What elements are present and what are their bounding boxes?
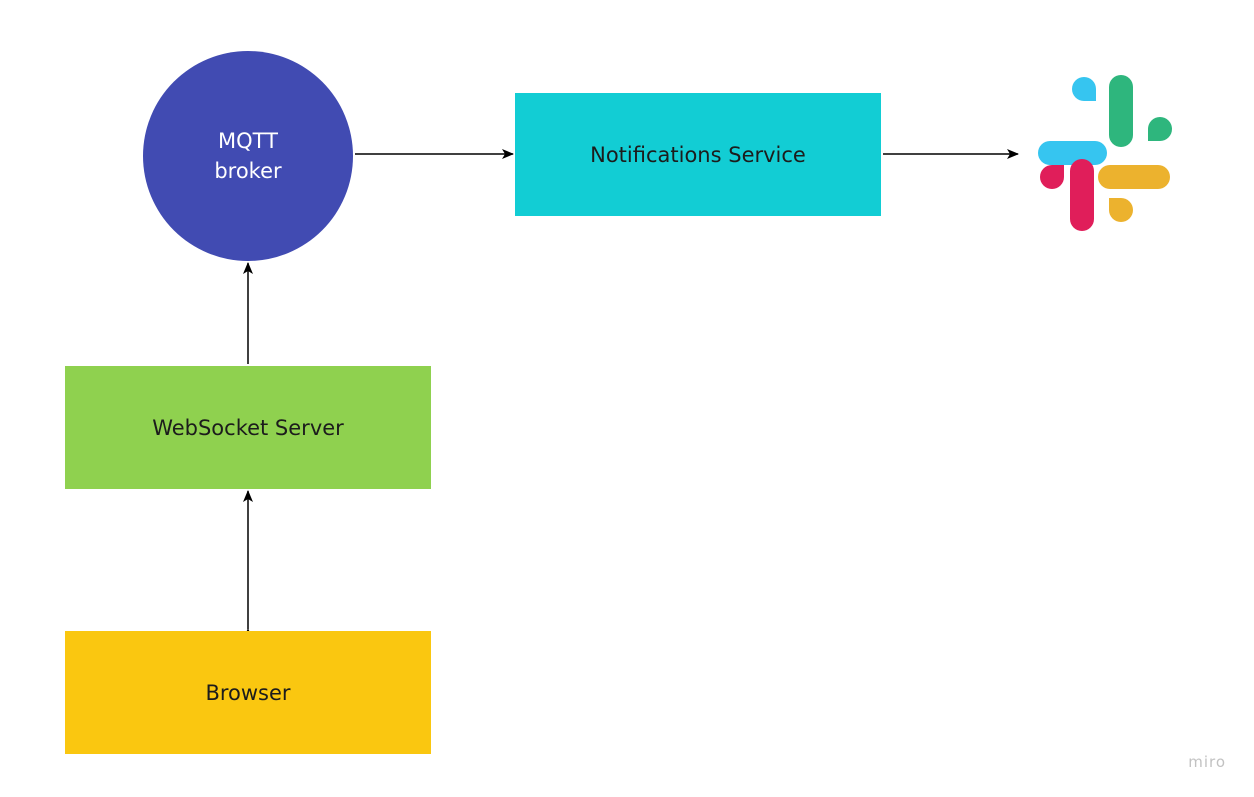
browser-label: Browser (205, 680, 291, 705)
notifications-service-label: Notifications Service (590, 142, 806, 167)
notifications-service-node[interactable]: Notifications Service (515, 93, 881, 216)
websocket-server-label: WebSocket Server (152, 415, 344, 440)
miro-watermark: miro (1188, 753, 1226, 771)
websocket-server-node[interactable]: WebSocket Server (65, 366, 431, 489)
browser-node[interactable]: Browser (65, 631, 431, 754)
slack-logo-icon (1038, 75, 1172, 231)
mqtt-broker-label-line2: broker (214, 159, 282, 183)
mqtt-broker-label-line1: MQTT (218, 129, 278, 153)
mqtt-broker-node[interactable]: MQTT broker (143, 51, 353, 261)
